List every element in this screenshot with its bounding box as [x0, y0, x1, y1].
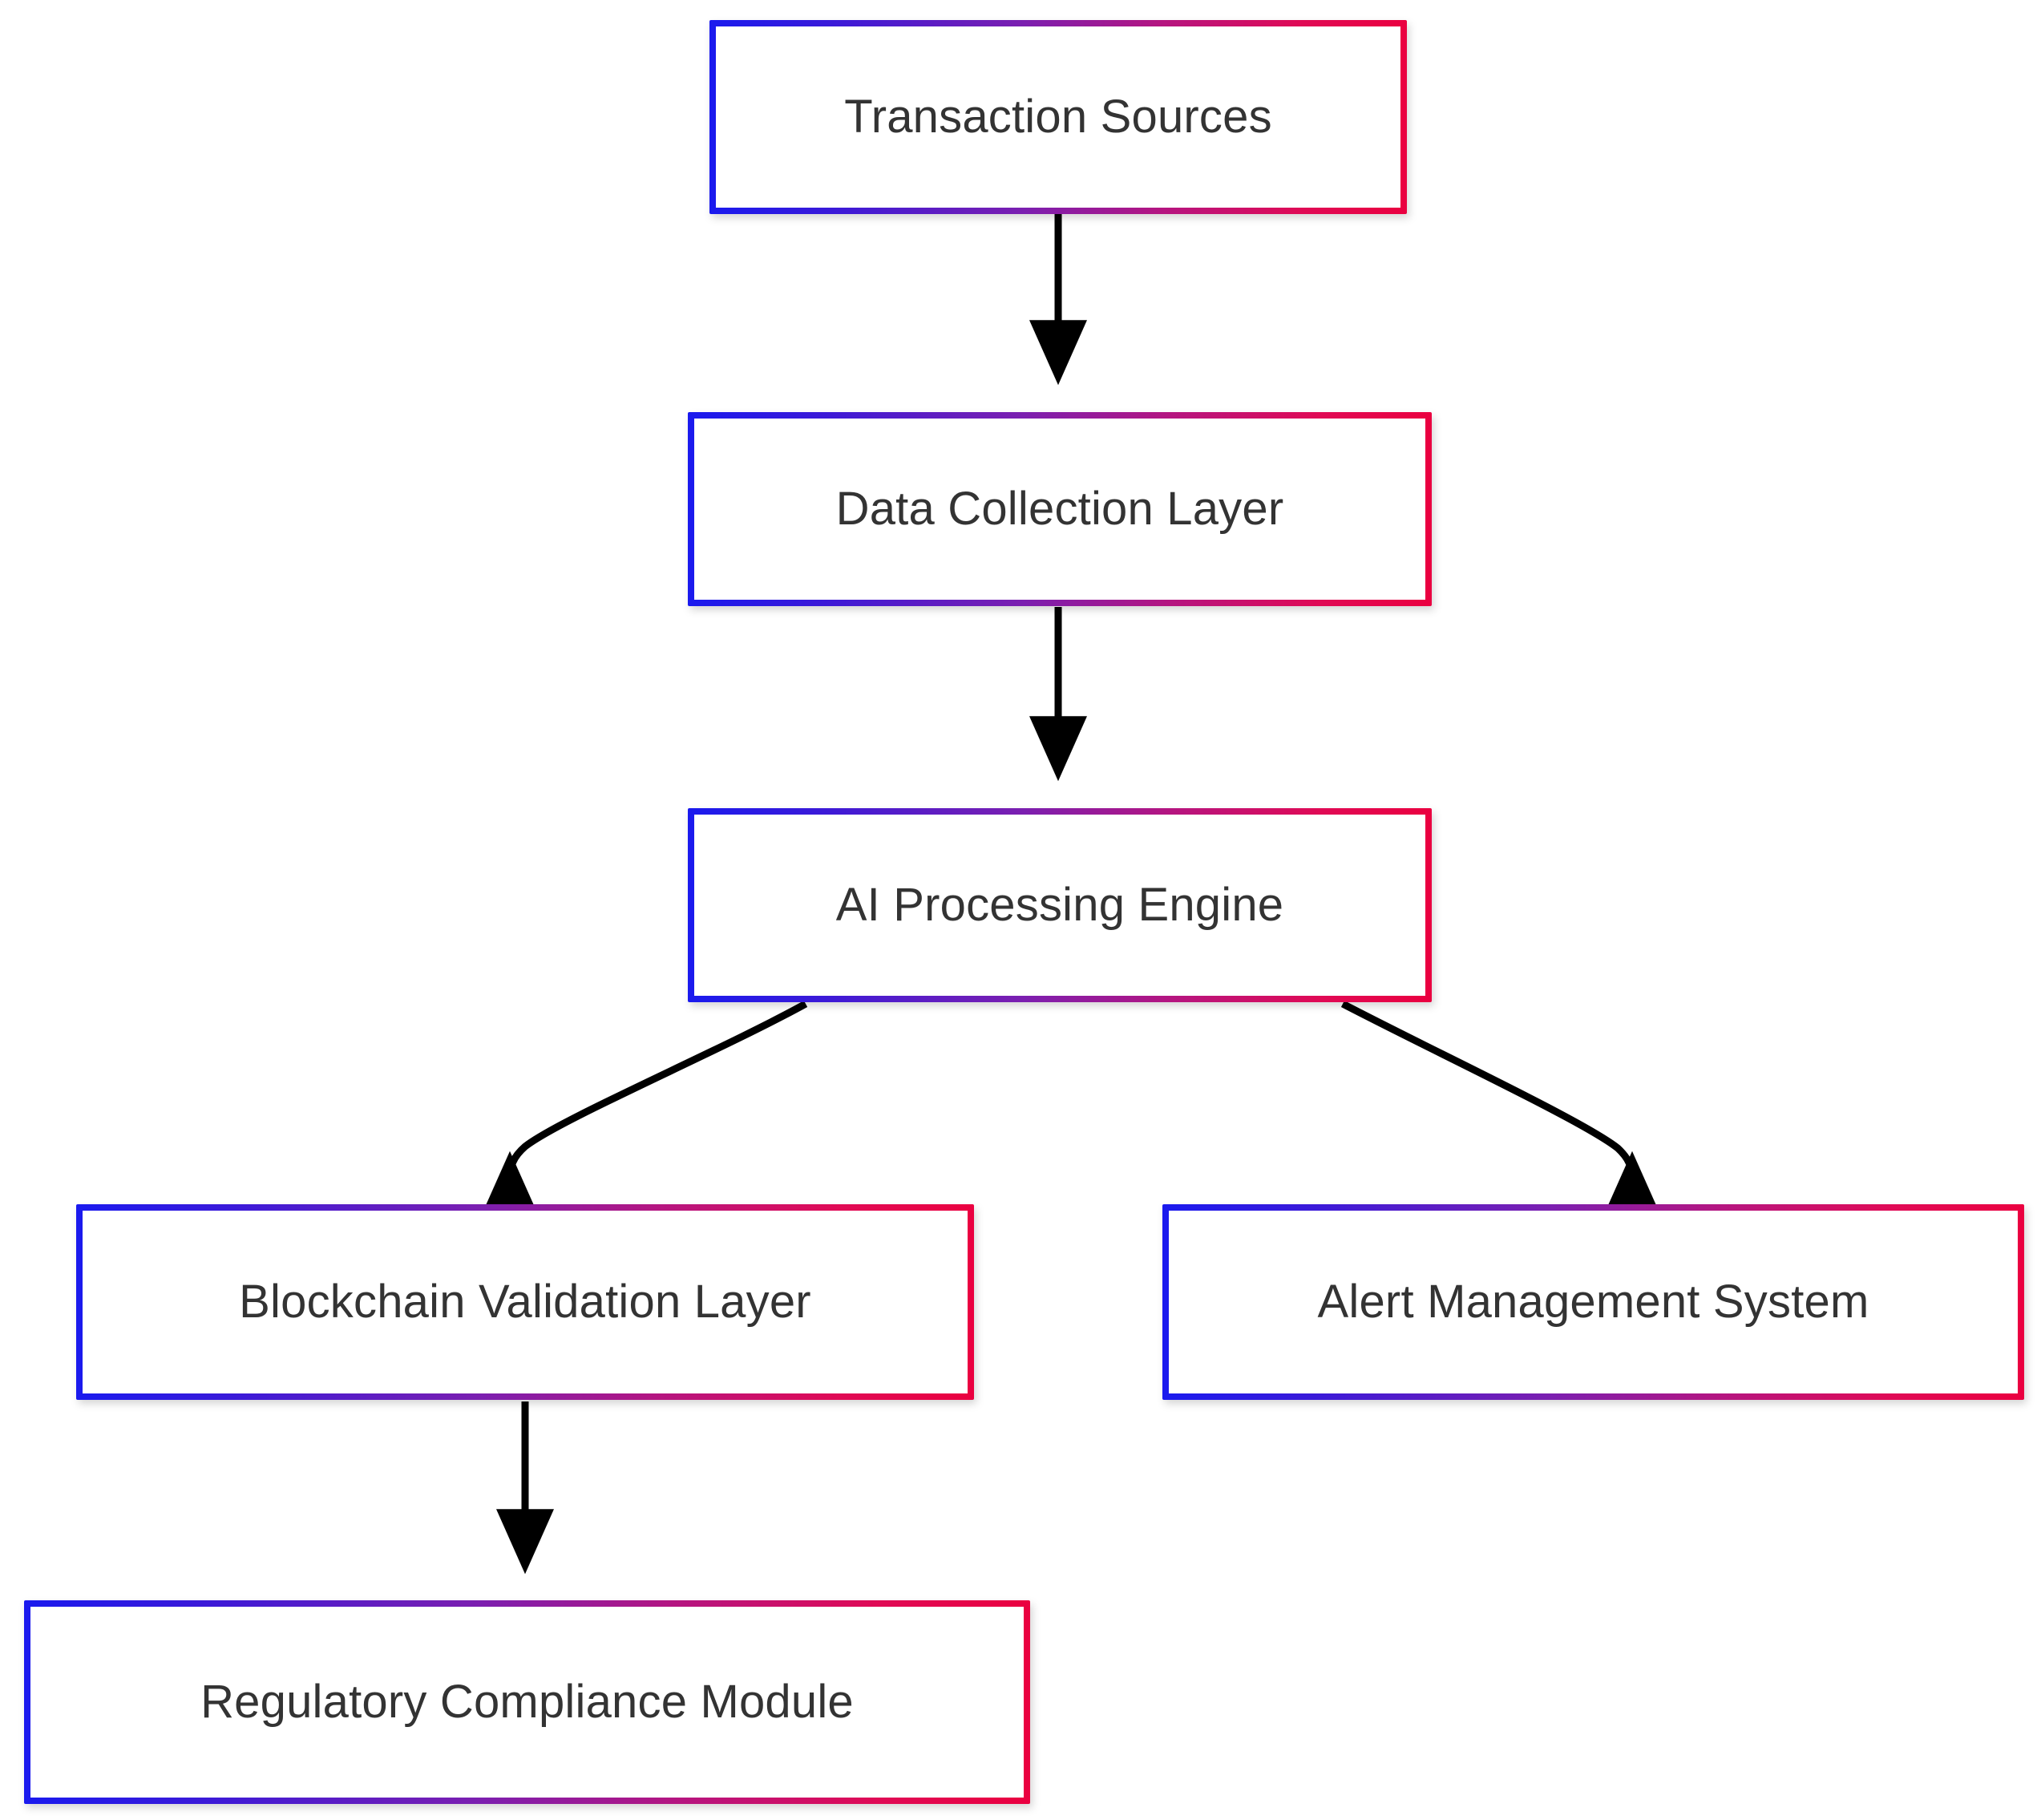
node-label-data-collection-layer: Data Collection Layer — [835, 483, 1284, 536]
node-label-transaction-sources: Transaction Sources — [844, 91, 1272, 144]
node-transaction-sources[interactable]: Transaction Sources — [709, 20, 1407, 214]
node-blockchain-validation-layer[interactable]: Blockchain Validation Layer — [76, 1204, 974, 1400]
edge-ai-processing-engine-to-alert-management-system — [1340, 1001, 1661, 1216]
edge-ai-processing-engine-to-blockchain-validation-layer — [481, 1001, 808, 1216]
node-label-regulatory-compliance-module: Regulatory Compliance Module — [200, 1676, 854, 1729]
node-regulatory-compliance-module[interactable]: Regulatory Compliance Module — [24, 1600, 1030, 1804]
node-ai-processing-engine[interactable]: AI Processing Engine — [688, 808, 1432, 1002]
node-label-alert-management-system: Alert Management System — [1317, 1276, 1869, 1329]
node-label-blockchain-validation-layer: Blockchain Validation Layer — [239, 1276, 811, 1329]
node-alert-management-system[interactable]: Alert Management System — [1162, 1204, 2024, 1400]
node-label-ai-processing-engine: AI Processing Engine — [835, 879, 1284, 932]
node-data-collection-layer[interactable]: Data Collection Layer — [688, 412, 1432, 606]
